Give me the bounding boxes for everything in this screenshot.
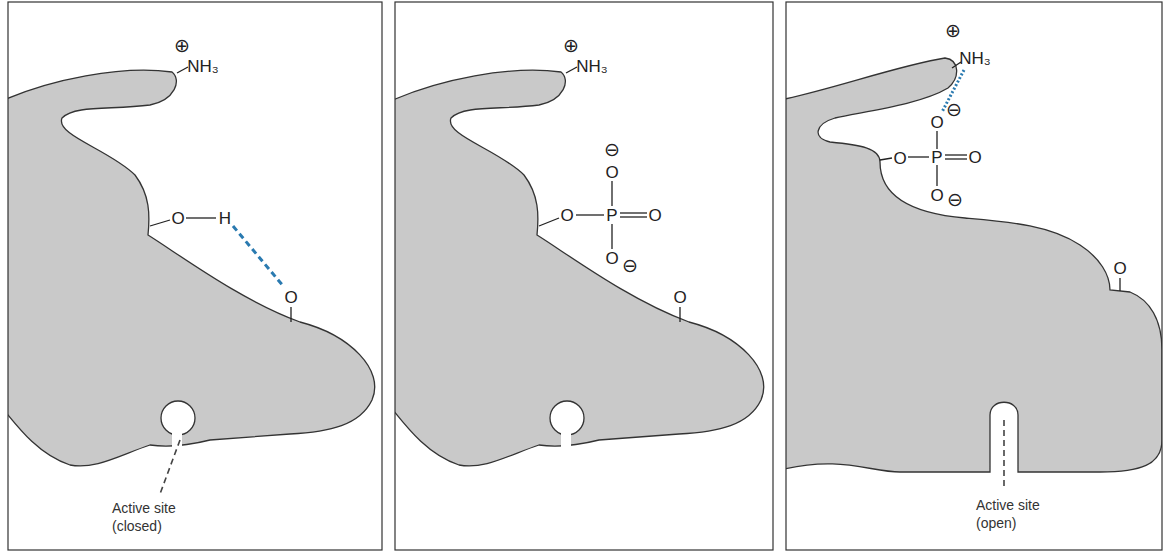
atom-label: P — [931, 149, 942, 166]
atom-label: P — [606, 207, 617, 224]
atom-label: O — [1113, 260, 1126, 277]
hydrogen-bond — [233, 226, 284, 287]
site-label: Active site (open) — [976, 497, 1066, 532]
charge-symbol: ⊕ — [174, 36, 190, 55]
site-label: Active site (closed) — [112, 500, 202, 535]
charge-symbol: ⊕ — [945, 21, 961, 40]
atom-label: O — [605, 164, 618, 181]
atom-label: NH₃ — [959, 50, 990, 67]
protein-open — [786, 58, 1162, 472]
atom-label: O — [930, 187, 943, 204]
atom-label: O — [284, 289, 297, 306]
protein-closed — [8, 70, 375, 466]
atom-label: O — [893, 150, 906, 167]
atom-label: NH₃ — [187, 58, 218, 75]
atom-label: O — [560, 207, 573, 224]
leader-line — [1003, 420, 1005, 490]
atom-label: O — [171, 210, 184, 227]
panel-frames — [8, 2, 1162, 550]
leader-line — [160, 440, 180, 494]
atom-label: O — [673, 289, 686, 306]
atom-label: O — [968, 149, 981, 166]
charge-symbol: ⊕ — [563, 36, 579, 55]
charge-symbol: ⊖ — [947, 190, 963, 209]
charge-symbol: ⊖ — [622, 256, 638, 275]
atom-label: O — [648, 207, 661, 224]
charge-symbol: ⊖ — [946, 100, 962, 119]
atom-label: O — [930, 114, 943, 131]
atom-label: NH₃ — [576, 58, 607, 75]
atom-label: O — [605, 250, 618, 267]
protein-phosphorylated — [395, 70, 764, 466]
atom-label: H — [219, 210, 231, 227]
charge-symbol: ⊖ — [604, 140, 620, 159]
bonds — [150, 62, 1120, 322]
